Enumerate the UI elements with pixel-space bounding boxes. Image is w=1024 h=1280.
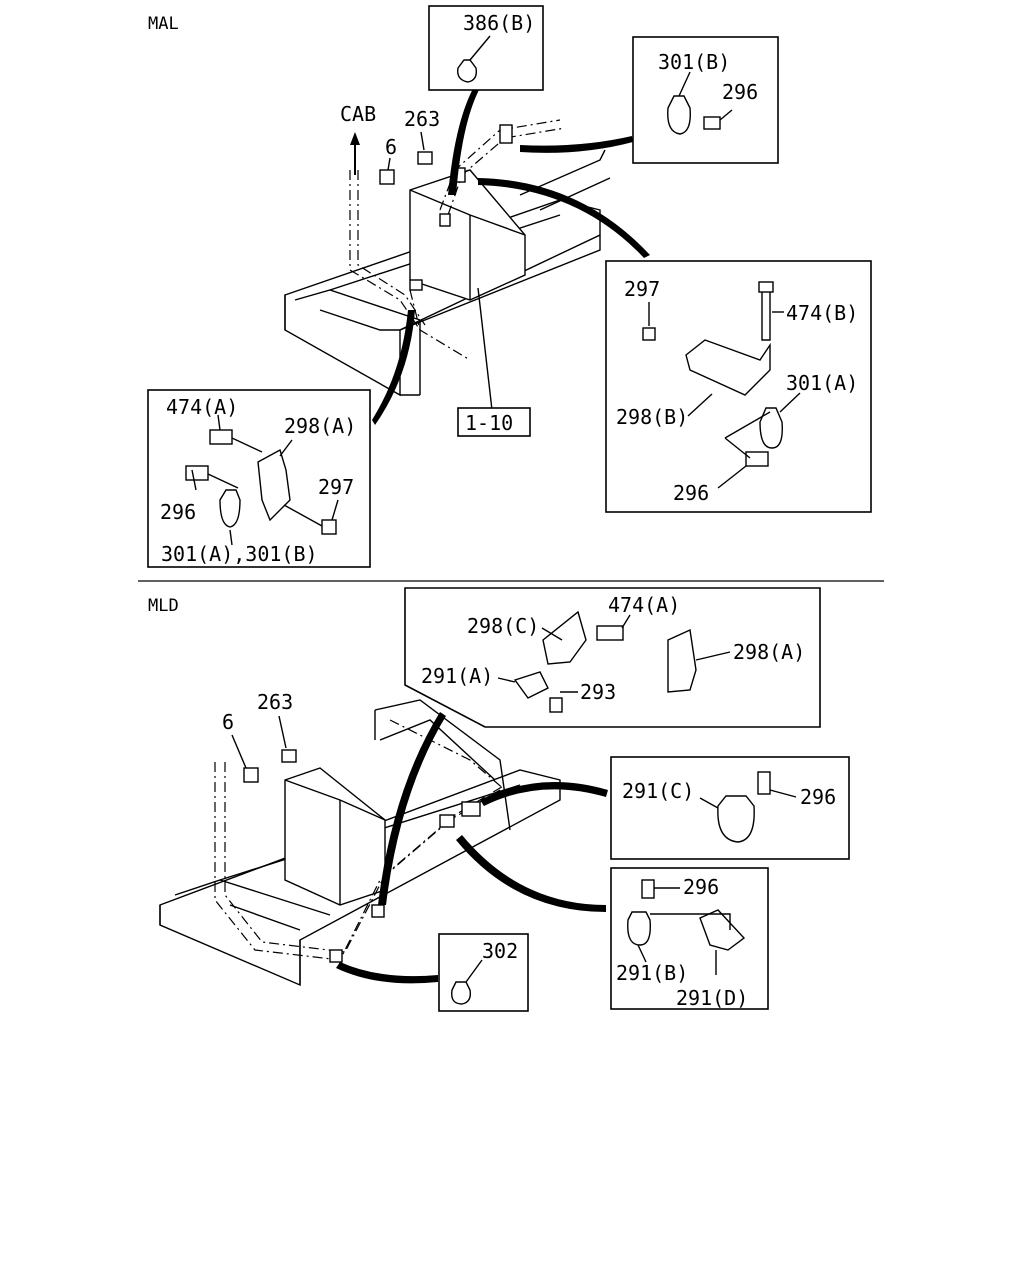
arc-297 — [478, 178, 650, 258]
callout-6-mld: 6 — [222, 710, 234, 734]
detail-box-301b: 301(B) 296 — [632, 36, 779, 164]
nut-297-left-icon — [321, 519, 337, 535]
arc-301b — [520, 136, 633, 153]
detail-box-302: 302 — [438, 933, 529, 1012]
clamp-301a-icon — [759, 407, 783, 449]
svg-text:293: 293 — [580, 680, 616, 704]
svg-text:291(C): 291(C) — [622, 779, 694, 803]
svg-text:297: 297 — [624, 277, 660, 301]
bolt-296-mld-icon — [757, 771, 771, 795]
svg-text:301(A),301(B): 301(A),301(B) — [161, 542, 318, 566]
clip-386b-icon — [457, 59, 478, 83]
clamp-291b-icon — [627, 911, 651, 946]
clamp-301-icon — [219, 489, 241, 528]
svg-text:298(B): 298(B) — [616, 405, 688, 429]
svg-text:301(A): 301(A) — [786, 371, 858, 395]
svg-text:302: 302 — [482, 939, 518, 963]
bolt-474b-icon — [761, 289, 771, 341]
bolt-474a-icon — [209, 429, 233, 445]
bolt-263-mld — [281, 749, 297, 763]
svg-text:291(A): 291(A) — [421, 664, 493, 688]
clip-6-mal — [379, 169, 395, 185]
bolt-474a-mld-icon — [596, 625, 624, 641]
detail-box-291bd: 296 291(B) 291(D) — [610, 867, 769, 1010]
svg-text:1-10: 1-10 — [465, 411, 513, 435]
svg-text:474(B): 474(B) — [786, 301, 858, 325]
svg-text:298(A): 298(A) — [284, 414, 356, 438]
svg-text:474(A): 474(A) — [166, 395, 238, 419]
clamp-301b-icon — [667, 95, 691, 135]
detail-box-left-mal: 474(A) 298(A) 297 296 301(A),301(B) — [147, 389, 371, 568]
svg-text:298(A): 298(A) — [733, 640, 805, 664]
callout-263-mal: 263 — [404, 107, 440, 131]
detail-box-291c: 291(C) 296 — [610, 756, 850, 860]
clip-291a-icon — [513, 671, 549, 699]
section-label-mld: MLD — [148, 596, 179, 616]
fuel-tank-block — [409, 169, 526, 301]
mal-frame-assembly — [284, 119, 611, 411]
bracket-298a-mld-icon — [667, 628, 697, 693]
bolt-263-mal — [417, 151, 433, 165]
svg-text:296: 296 — [722, 80, 758, 104]
clamp-291d-icon — [699, 909, 746, 951]
bracket-298a-icon — [257, 448, 291, 522]
svg-text:474(A): 474(A) — [608, 593, 680, 617]
arc-302 — [336, 962, 438, 984]
svg-text:296: 296 — [800, 785, 836, 809]
arc-386b — [448, 85, 480, 195]
mld-tank-block — [284, 767, 386, 906]
svg-text:386(B): 386(B) — [463, 11, 535, 35]
nut-297-icon — [642, 327, 656, 341]
clamp-291c-icon — [717, 795, 755, 843]
screw-293-icon — [549, 697, 563, 713]
arc-298c — [378, 712, 446, 905]
callout-263-mld: 263 — [257, 690, 293, 714]
bracket-298c-icon — [542, 610, 587, 665]
detail-box-386b: 386(B) — [428, 5, 544, 91]
arc-291c — [480, 782, 608, 806]
svg-text:297: 297 — [318, 475, 354, 499]
section-label-mal: MAL — [148, 14, 179, 34]
bolt-296-icon — [703, 116, 721, 130]
clip-302-icon — [451, 981, 472, 1005]
svg-text:296: 296 — [673, 481, 709, 505]
svg-text:301(B): 301(B) — [658, 50, 730, 74]
clip-6-mld — [243, 767, 259, 783]
svg-text:291(B): 291(B) — [616, 961, 688, 985]
svg-text:298(C): 298(C) — [467, 614, 539, 638]
cab-direction-label: CAB — [340, 102, 376, 126]
detail-box-right-mal: 297 474(B) 301(A) 298(B) 296 — [605, 260, 872, 513]
callout-6-mal: 6 — [385, 135, 397, 159]
svg-text:296: 296 — [683, 875, 719, 899]
arc-291b — [456, 835, 606, 912]
detail-box-top-mld: 298(C) 474(A) 298(A) 291(A) 293 — [404, 587, 821, 728]
bracket-298b-icon — [685, 339, 771, 396]
bolt-296-left-icon — [185, 465, 209, 481]
reference-box-1-10: 1-10 — [457, 407, 531, 437]
arc-474a — [372, 310, 415, 425]
bolt-296-right-icon — [745, 451, 769, 467]
svg-text:296: 296 — [160, 500, 196, 524]
svg-text:291(D): 291(D) — [676, 986, 748, 1010]
bolt-296-bd-icon — [641, 879, 655, 899]
